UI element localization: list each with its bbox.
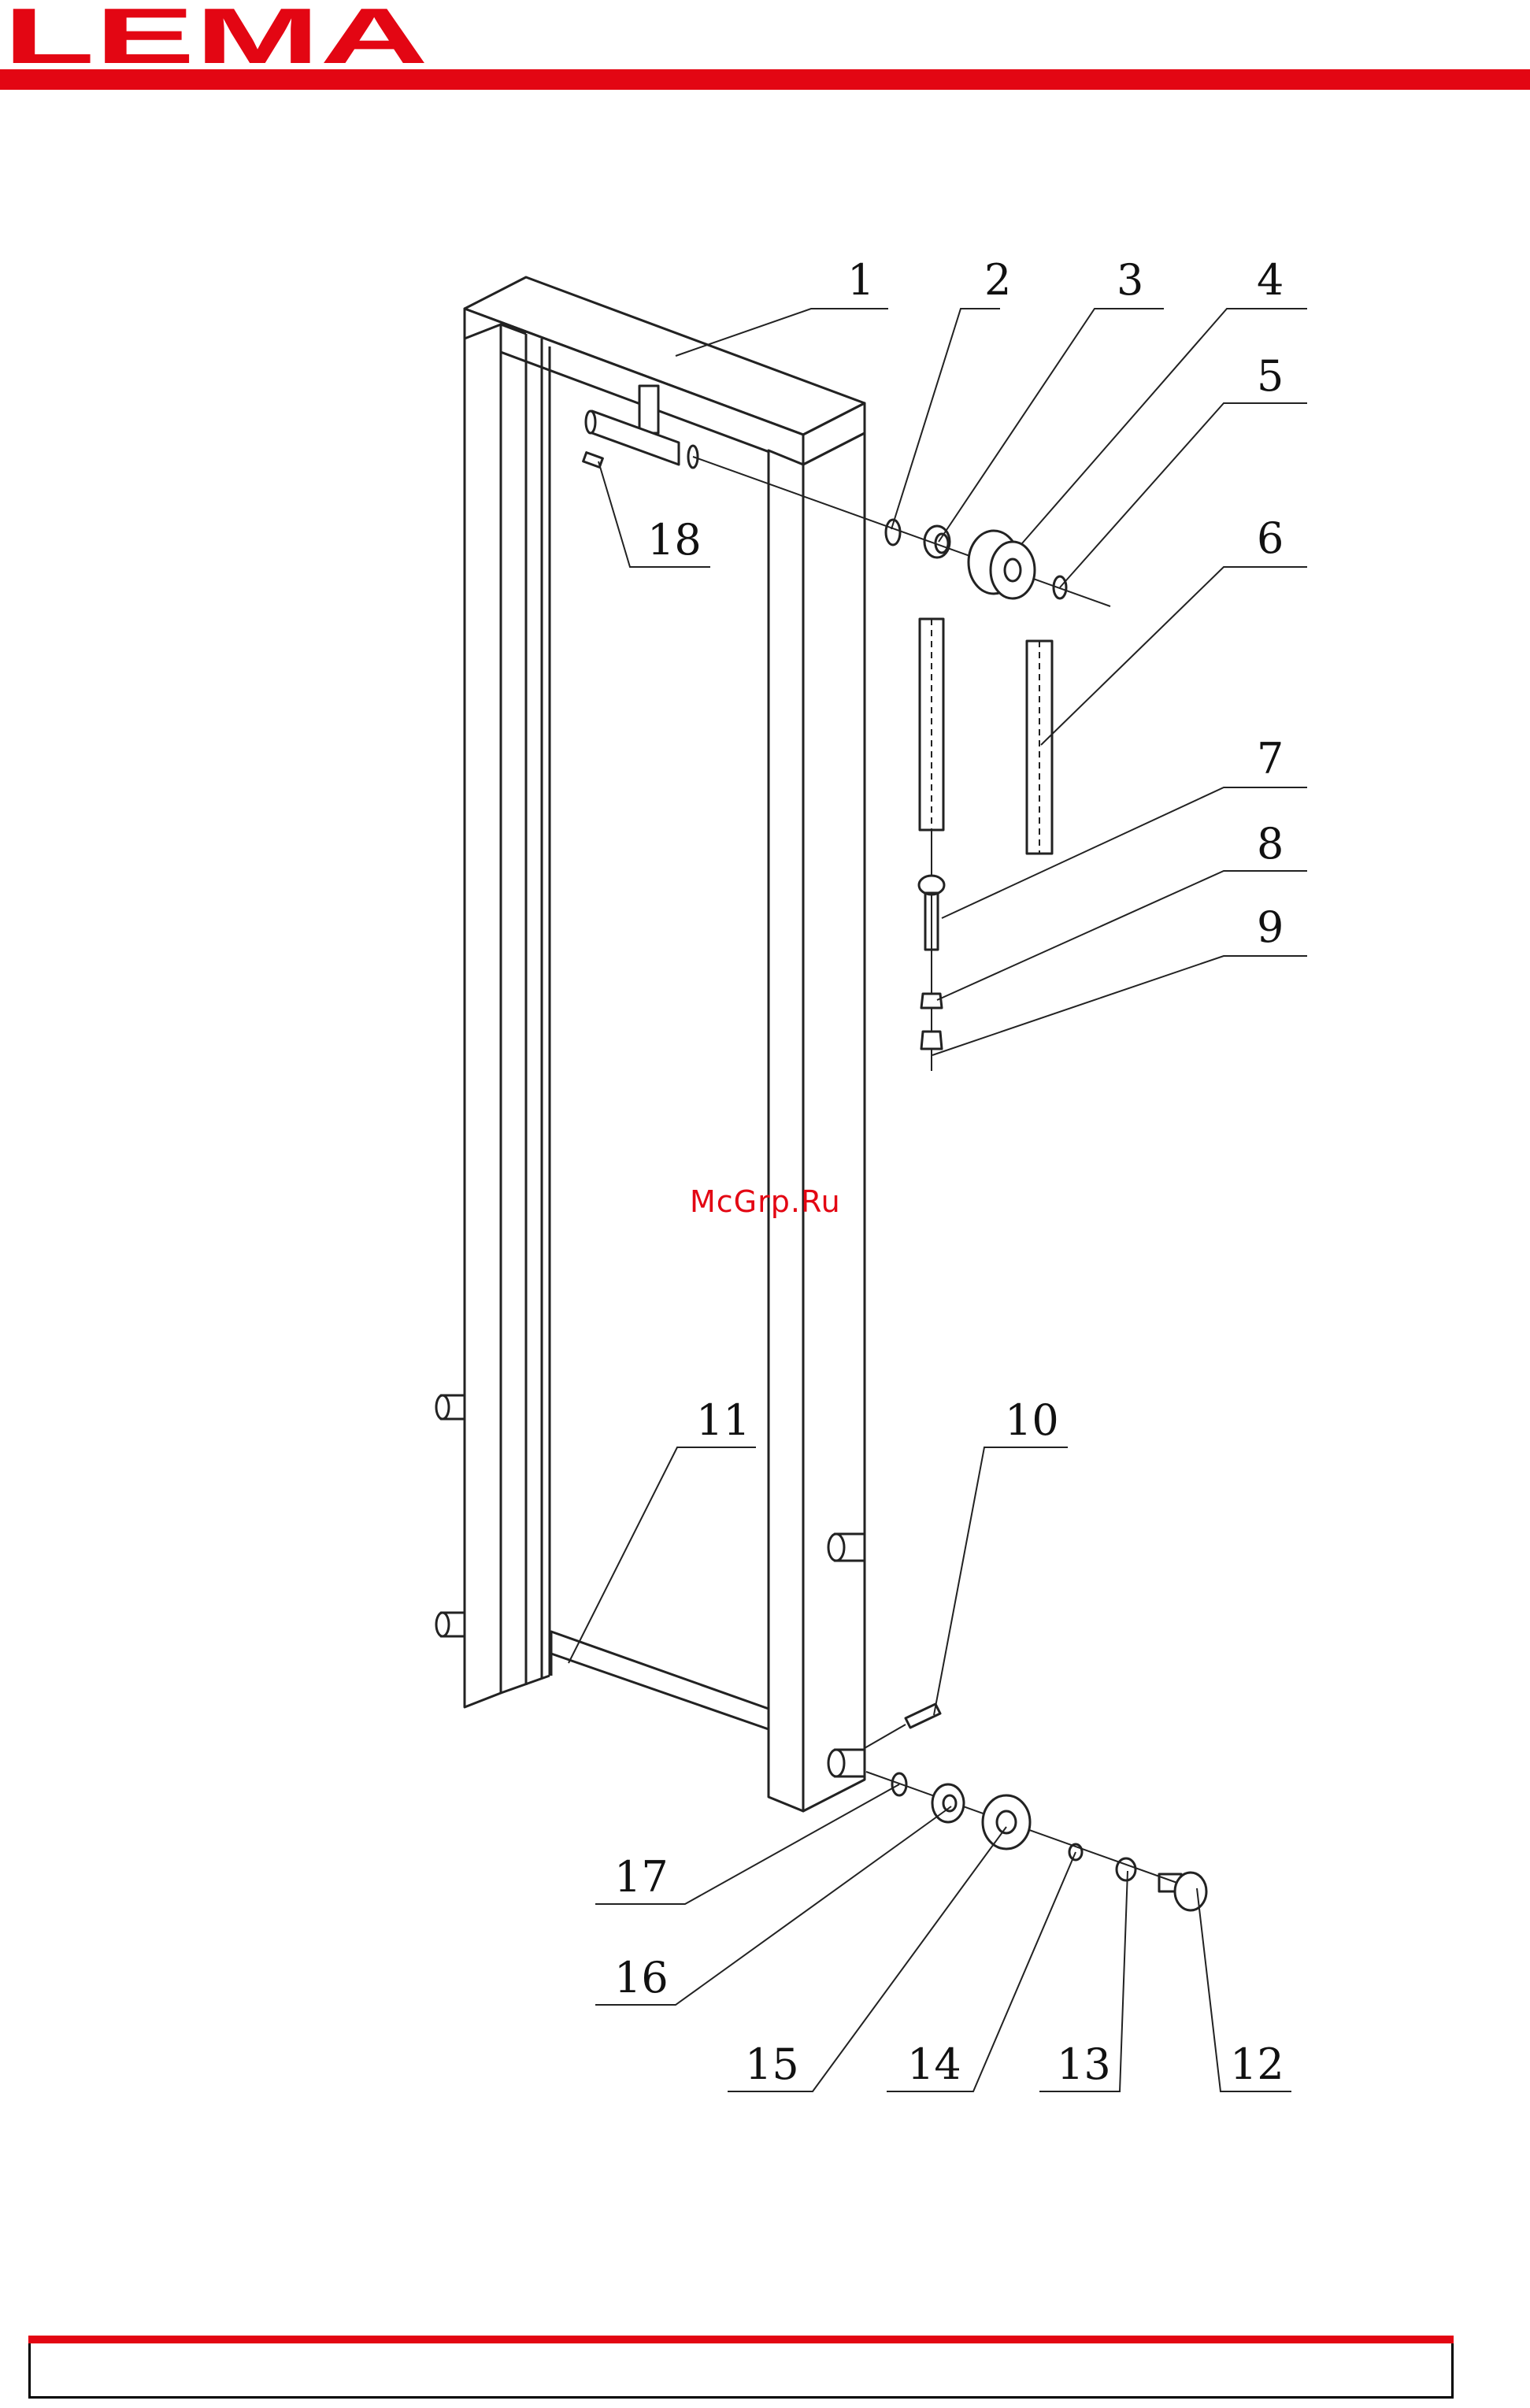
watermark-text: McGrp.Ru xyxy=(690,1184,841,1219)
callout-10: 10 xyxy=(1005,1395,1059,1445)
footer-stripe xyxy=(28,2336,1454,2343)
roller xyxy=(436,1613,465,1636)
roller xyxy=(436,1395,465,1419)
callout-6: 6 xyxy=(1257,513,1284,563)
callout-16: 16 xyxy=(614,1953,669,2002)
callout-12: 12 xyxy=(1230,2039,1284,2089)
callout-4: 4 xyxy=(1257,255,1284,305)
callout-17: 17 xyxy=(614,1852,669,1902)
callout-8: 8 xyxy=(1257,819,1284,869)
frame-assembly xyxy=(436,277,1206,1910)
footer-box xyxy=(28,2336,1454,2399)
callout-15: 15 xyxy=(745,2039,799,2089)
callout-14: 14 xyxy=(907,2039,961,2089)
callout-7: 7 xyxy=(1257,734,1284,784)
callout-18: 18 xyxy=(647,515,702,565)
callout-5: 5 xyxy=(1257,351,1284,401)
callout-9: 9 xyxy=(1257,902,1284,952)
callout-11: 11 xyxy=(696,1395,750,1445)
callout-3: 3 xyxy=(1117,255,1143,305)
callout-2: 2 xyxy=(984,255,1011,305)
callout-13: 13 xyxy=(1057,2039,1111,2089)
leader-lines xyxy=(569,309,1307,2091)
callout-1: 1 xyxy=(847,255,874,305)
